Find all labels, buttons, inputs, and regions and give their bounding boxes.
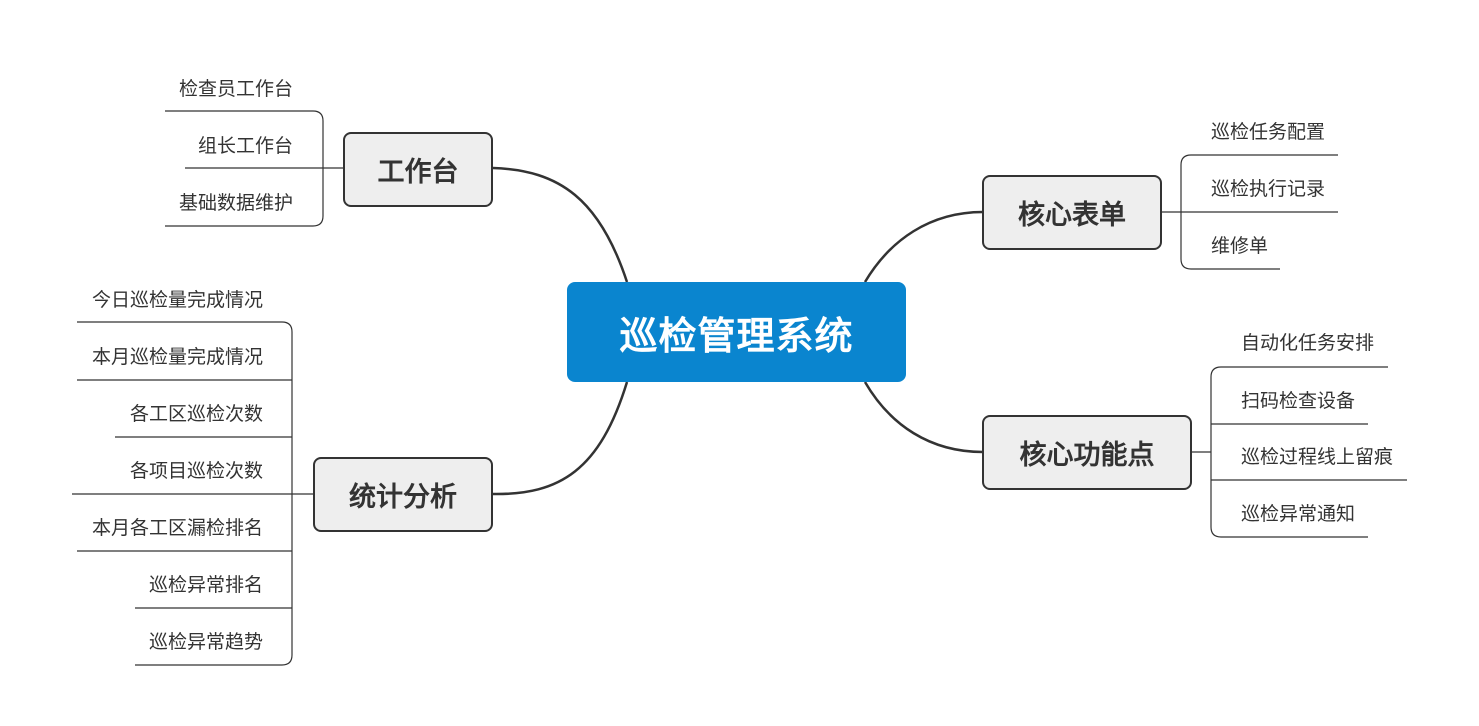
core-features-leaf[interactable]: 巡检过程线上留痕 bbox=[1241, 446, 1394, 468]
statistics-leaf[interactable]: 各项目巡检次数 bbox=[129, 460, 263, 482]
workbench-leaf[interactable]: 基础数据维护 bbox=[178, 192, 293, 214]
statistics-leaf[interactable]: 本月巡检量完成情况 bbox=[91, 346, 263, 368]
statistics-leaf[interactable]: 各工区巡检次数 bbox=[129, 403, 263, 425]
core-features-leaf-lines bbox=[1192, 366, 1407, 538]
workbench-leaf-lines bbox=[165, 110, 344, 227]
statistics-leaf-lines bbox=[72, 321, 314, 666]
statistics-leaf[interactable]: 今日巡检量完成情况 bbox=[91, 289, 263, 311]
connector-statistics bbox=[492, 381, 629, 496]
workbench-leaf[interactable]: 组长工作台 bbox=[197, 135, 293, 157]
connector-core-features bbox=[863, 381, 984, 454]
branch-core-features[interactable]: 核心功能点 bbox=[982, 415, 1192, 490]
branch-workbench[interactable]: 工作台 bbox=[343, 132, 493, 207]
statistics-leaf[interactable]: 巡检异常排名 bbox=[148, 574, 263, 596]
core-forms-leaf[interactable]: 巡检执行记录 bbox=[1211, 178, 1326, 200]
statistics-leaf[interactable]: 巡检异常趋势 bbox=[148, 631, 263, 653]
core-features-leaf[interactable]: 扫码检查设备 bbox=[1241, 390, 1356, 412]
connector-core-forms bbox=[863, 210, 984, 283]
central-node[interactable]: 巡检管理系统 bbox=[567, 282, 906, 382]
core-forms-leaf[interactable]: 维修单 bbox=[1211, 235, 1269, 257]
core-features-leaf[interactable]: 巡检异常通知 bbox=[1241, 503, 1356, 525]
statistics-leaf[interactable]: 本月各工区漏检排名 bbox=[91, 517, 263, 539]
branch-statistics[interactable]: 统计分析 bbox=[313, 457, 493, 532]
core-forms-leaf[interactable]: 巡检任务配置 bbox=[1211, 121, 1326, 143]
connector-workbench bbox=[492, 166, 629, 283]
branch-core-forms[interactable]: 核心表单 bbox=[982, 175, 1162, 250]
core-forms-leaf-lines bbox=[1162, 154, 1338, 270]
workbench-leaf[interactable]: 检查员工作台 bbox=[178, 78, 293, 100]
core-features-leaf[interactable]: 自动化任务安排 bbox=[1241, 332, 1375, 354]
